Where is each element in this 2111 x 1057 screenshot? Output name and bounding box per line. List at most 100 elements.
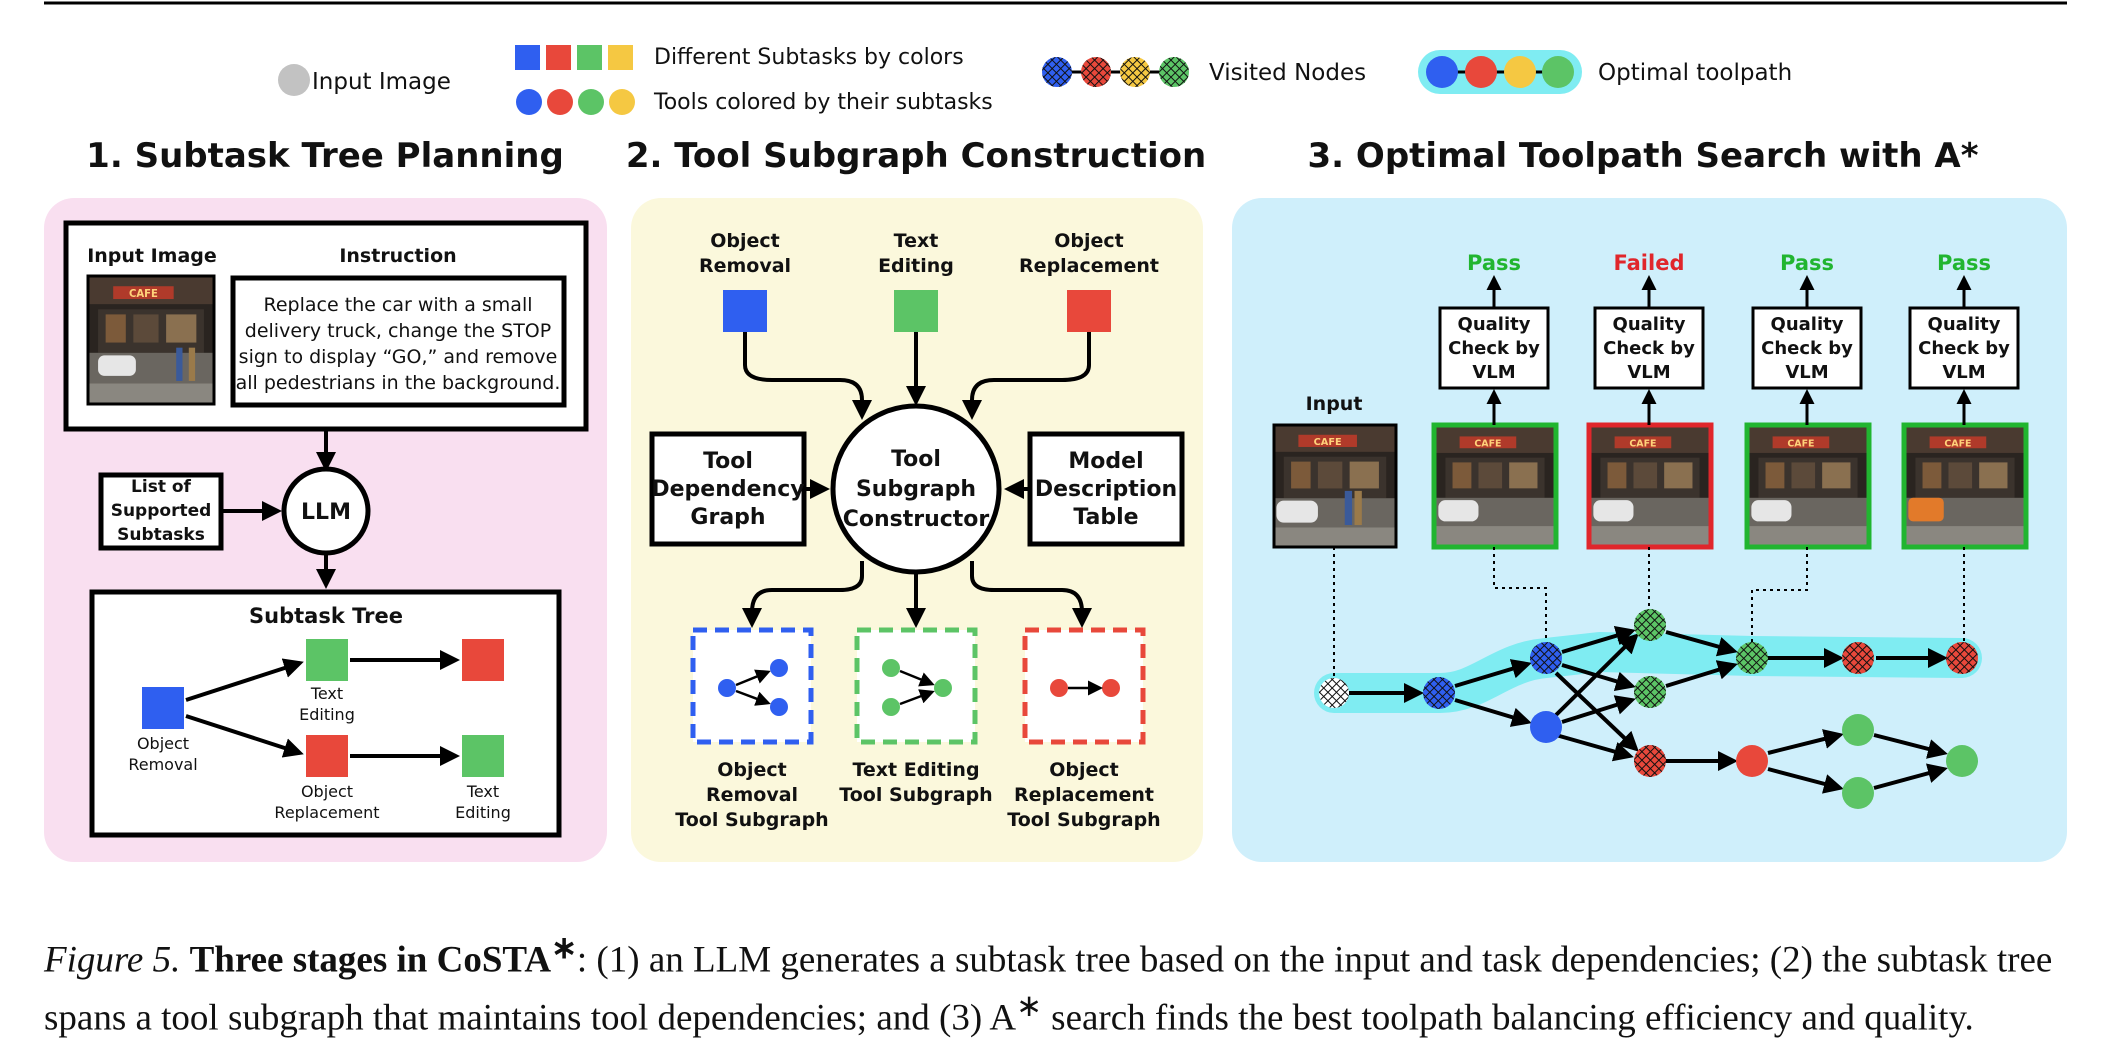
node-input-visited xyxy=(1319,678,1349,708)
candidate-image-3 xyxy=(1749,427,1867,545)
svg-text:Text: Text xyxy=(310,684,343,703)
svg-text:Quality: Quality xyxy=(1458,314,1531,335)
svg-text:VLM: VLM xyxy=(1785,362,1828,383)
svg-text:all pedestrians in the backgro: all pedestrians in the background. xyxy=(236,372,561,394)
object-removal-subgraph xyxy=(690,627,814,745)
tool-object-removal-square xyxy=(723,290,767,332)
panel3-title: 3. Optimal Toolpath Search with A* xyxy=(1308,136,1979,176)
svg-text:Removal: Removal xyxy=(706,784,798,806)
result-4: Pass xyxy=(1937,251,1991,275)
search-graph-edges xyxy=(1349,626,1948,794)
svg-text:Replacement: Replacement xyxy=(1019,255,1159,277)
llm-label: LLM xyxy=(301,500,351,525)
svg-text:VLM: VLM xyxy=(1472,362,1515,383)
quality-check-1: Quality Check by VLM xyxy=(1438,306,1550,390)
panel2-tool-subgraph-construction: Object Removal Text Editing Object Repla… xyxy=(631,198,1203,862)
svg-text:Constructor: Constructor xyxy=(843,507,990,532)
svg-text:Editing: Editing xyxy=(878,255,954,277)
text-editing-subgraph xyxy=(854,627,978,745)
caption-text-end: search finds the best toolpath balancing… xyxy=(1041,997,1974,1039)
svg-text:Graph: Graph xyxy=(690,505,765,530)
svg-text:Subgraph: Subgraph xyxy=(856,477,976,502)
tree-node-text-editing-bottom xyxy=(462,735,504,777)
node-red-1-visited xyxy=(1634,745,1666,777)
svg-text:Supported: Supported xyxy=(111,501,212,521)
candidate-image-4 xyxy=(1906,427,2024,545)
svg-text:VLM: VLM xyxy=(1942,362,1985,383)
node-green-4 xyxy=(1842,714,1874,746)
caption-text: : (1) an LLM generates a subtask tree ba… xyxy=(44,939,2053,1039)
candidate-image-2 xyxy=(1591,427,1709,545)
svg-text:Object: Object xyxy=(1054,230,1124,252)
svg-text:Editing: Editing xyxy=(455,803,511,822)
svg-text:Model: Model xyxy=(1068,449,1143,474)
svg-text:Object: Object xyxy=(1049,759,1119,781)
node-red-4 xyxy=(1736,745,1768,777)
legend-optimal-toolpath: Optimal toolpath xyxy=(1598,60,1792,86)
svg-text:Editing: Editing xyxy=(299,705,355,724)
quality-check-2: Quality Check by VLM xyxy=(1593,306,1705,390)
input-image-preview xyxy=(1274,425,1396,547)
node-green-5 xyxy=(1842,777,1874,809)
svg-text:Check by: Check by xyxy=(1918,338,2010,359)
node-red-3-visited xyxy=(1946,642,1978,674)
svg-text:Text: Text xyxy=(894,230,939,252)
legend-visited-nodes: Visited Nodes xyxy=(1209,60,1366,86)
svg-text:Object: Object xyxy=(717,759,787,781)
input-label: Input xyxy=(1306,393,1363,415)
svg-text:Quality: Quality xyxy=(1613,314,1686,335)
svg-text:Removal: Removal xyxy=(699,255,791,277)
legend: Input Image Different Subtasks by colors… xyxy=(278,45,1792,115)
panel1-subtask-tree-planning: Input Image Instruction Replace the car … xyxy=(44,198,607,862)
caption-text-sup: ∗ xyxy=(1016,989,1042,1024)
optimal-toolpath-swatch-icon xyxy=(1418,50,1582,94)
figure-caption: Figure 5. Three stages in CoSTA∗: (1) an… xyxy=(44,925,2074,1042)
svg-text:Table: Table xyxy=(1073,505,1138,530)
svg-text:Replacement: Replacement xyxy=(274,803,379,822)
tree-node-object-replacement xyxy=(306,735,348,777)
input-image-thumbnail xyxy=(88,276,214,404)
caption-figure-label: Figure 5. xyxy=(44,939,181,981)
panel1-title: 1. Subtask Tree Planning xyxy=(86,136,564,176)
tool-object-replacement-square xyxy=(1067,290,1111,332)
tree-node-object-removal xyxy=(142,687,184,729)
svg-text:Tool Subgraph: Tool Subgraph xyxy=(675,809,828,831)
result-3: Pass xyxy=(1780,251,1834,275)
caption-bold: Three stages in CoSTA xyxy=(189,939,552,981)
tree-node-text-editing-top xyxy=(306,639,348,681)
svg-text:Object: Object xyxy=(710,230,780,252)
node-green-1-visited xyxy=(1634,609,1666,641)
quality-check-4: Quality Check by VLM xyxy=(1908,306,2020,390)
input-image-label: Input Image xyxy=(87,245,217,267)
result-1: Pass xyxy=(1467,251,1521,275)
legend-input-image: Input Image xyxy=(312,69,451,95)
svg-text:Text: Text xyxy=(466,782,499,801)
node-green-3-visited xyxy=(1736,642,1768,674)
node-green-6 xyxy=(1946,745,1978,777)
instruction-text: Replace the car with a small delivery tr… xyxy=(236,294,561,394)
node-blue-3 xyxy=(1530,711,1562,743)
dotted-connectors xyxy=(1333,547,1965,680)
svg-text:Tool Subgraph: Tool Subgraph xyxy=(1007,809,1160,831)
legend-tools-colors: Tools colored by their subtasks xyxy=(653,90,993,115)
svg-text:Description: Description xyxy=(1035,477,1177,502)
node-green-2-visited xyxy=(1634,676,1666,708)
panel3-optimal-toolpath-search: Input Quality Check by VLM xyxy=(1232,198,2067,862)
panel2-title: 2. Tool Subgraph Construction xyxy=(626,136,1206,176)
caption-bold-sup: ∗ xyxy=(551,931,577,965)
model-description-table-box xyxy=(1027,431,1185,547)
svg-text:Tool: Tool xyxy=(703,449,753,474)
svg-text:Check by: Check by xyxy=(1448,338,1540,359)
instruction-label: Instruction xyxy=(339,245,456,267)
svg-text:Object: Object xyxy=(137,734,189,753)
svg-text:Subtasks: Subtasks xyxy=(117,525,205,545)
svg-text:delivery truck, change the STO: delivery truck, change the STOP xyxy=(245,320,551,342)
subtask-tree-title: Subtask Tree xyxy=(249,604,403,628)
search-graph-nodes xyxy=(1319,609,1978,809)
legend-subtasks-colors: Different Subtasks by colors xyxy=(654,45,964,70)
node-blue-2-visited xyxy=(1530,642,1562,674)
object-replacement-subgraph xyxy=(1022,627,1146,745)
svg-text:Quality: Quality xyxy=(1771,314,1844,335)
svg-text:Text Editing: Text Editing xyxy=(852,759,979,781)
